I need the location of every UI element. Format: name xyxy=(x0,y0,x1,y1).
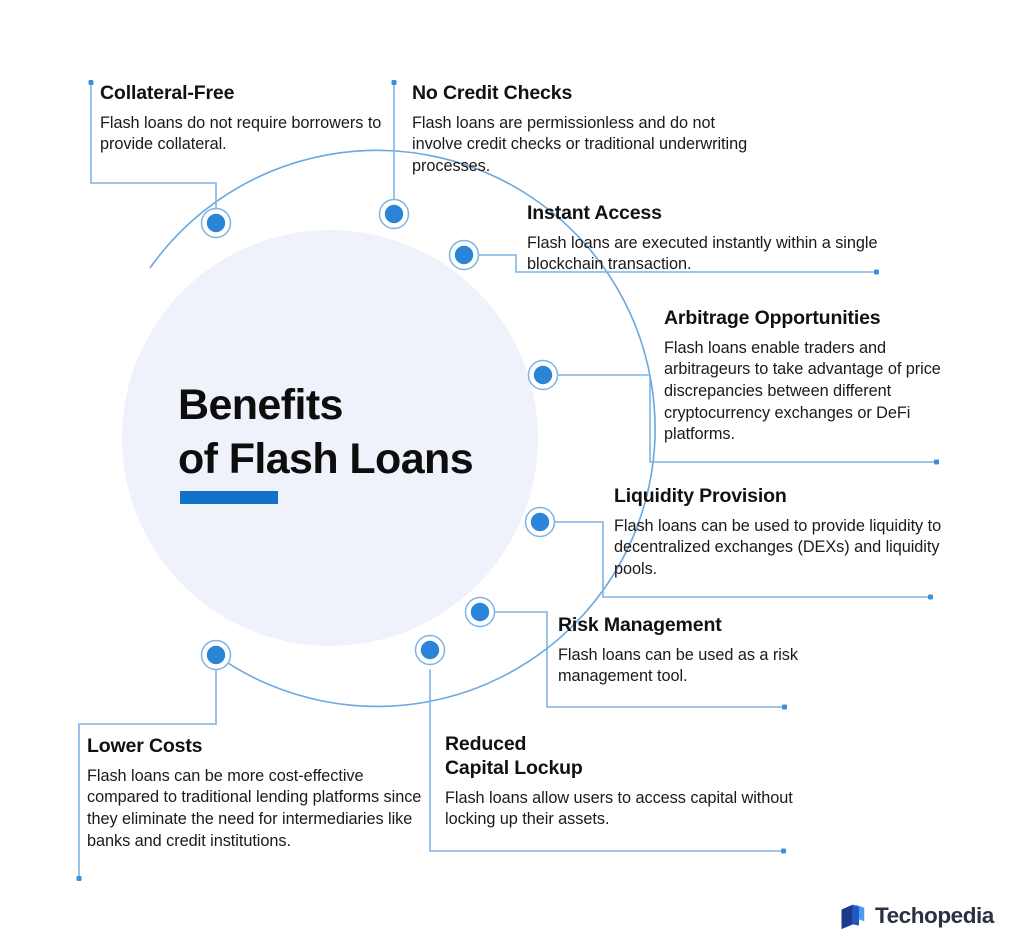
node-liquidity xyxy=(524,506,556,538)
connector-lines xyxy=(78,83,937,879)
main-arc xyxy=(149,149,656,708)
techopedia-wordmark: Techopedia xyxy=(875,902,994,928)
benefit-title: Lower Costs xyxy=(87,735,203,757)
node-no-credit-checks xyxy=(378,198,410,230)
benefit-reduced-capital-lockup: Reduced Capital Lockup Flash loans allow… xyxy=(445,733,805,831)
benefit-body: Flash loans do not require borrowers to … xyxy=(100,113,382,154)
end-dot-reduced-capital xyxy=(781,848,786,854)
page-title-line2: of Flash Loans xyxy=(178,435,474,484)
benefit-title: Liquidity Provision xyxy=(614,485,787,507)
end-dot-lower-costs xyxy=(76,876,82,881)
end-dot-no-credit-checks xyxy=(391,80,397,85)
connector-liquidity xyxy=(554,521,931,598)
page-title: Benefits of Flash Loans xyxy=(178,378,518,486)
benefit-body: Flash loans enable traders and arbitrage… xyxy=(664,338,941,444)
node-reduced-capital xyxy=(414,634,446,666)
node-risk-management xyxy=(464,596,496,628)
benefit-body: Flash loans are permissionless and do no… xyxy=(412,113,748,176)
end-dot-risk-management xyxy=(782,704,787,710)
techopedia-logo: Techopedia xyxy=(838,902,994,930)
benefit-title: Collateral-Free xyxy=(100,82,235,104)
end-dot-liquidity xyxy=(928,594,933,600)
end-dot-collateral-free xyxy=(88,80,94,85)
benefit-lower-costs: Lower Costs Flash loans can be more cost… xyxy=(87,735,427,852)
benefit-body: Flash loans can be used as a risk manage… xyxy=(558,645,798,686)
benefit-body: Flash loans are executed instantly withi… xyxy=(527,233,878,274)
connector-instant-access xyxy=(478,254,877,273)
connector-reduced-capital xyxy=(429,669,784,852)
benefit-title-line1: Reduced xyxy=(445,733,527,755)
benefit-risk-management: Risk Management Flash loans can be used … xyxy=(558,614,858,688)
connector-collateral-free xyxy=(90,83,217,209)
node-collateral-free xyxy=(200,207,232,239)
title-accent-bar xyxy=(180,491,278,504)
techopedia-mark-icon xyxy=(841,904,865,930)
benefit-title: Arbitrage Opportunities xyxy=(664,307,881,329)
connector-lower-costs xyxy=(78,669,217,879)
benefit-title: Reduced Capital Lockup xyxy=(445,733,805,781)
arc-nodes xyxy=(200,198,559,671)
node-instant-access xyxy=(448,239,480,271)
node-lower-costs xyxy=(200,639,232,671)
benefit-arbitrage-opportunities: Arbitrage Opportunities Flash loans enab… xyxy=(664,307,946,446)
benefit-collateral-free: Collateral-Free Flash loans do not requi… xyxy=(100,82,400,156)
connector-end-dots xyxy=(76,80,939,881)
node-arbitrage xyxy=(527,359,559,391)
benefit-liquidity-provision: Liquidity Provision Flash loans can be u… xyxy=(614,485,944,581)
center-disc xyxy=(122,230,538,646)
benefit-no-credit-checks: No Credit Checks Flash loans are permiss… xyxy=(412,82,762,178)
connector-risk-management xyxy=(494,611,785,708)
benefit-instant-access: Instant Access Flash loans are executed … xyxy=(527,202,887,276)
benefit-body: Flash loans allow users to access capita… xyxy=(445,788,793,829)
benefit-body: Flash loans can be used to provide liqui… xyxy=(614,516,942,579)
benefit-title: Risk Management xyxy=(558,614,722,636)
end-dot-instant-access xyxy=(874,269,879,275)
benefit-title: Instant Access xyxy=(527,202,662,224)
page-title-line1: Benefits xyxy=(178,381,343,429)
connector-arbitrage xyxy=(557,374,937,463)
benefit-body: Flash loans can be more cost-effective c… xyxy=(87,766,422,850)
benefit-title-line2: Capital Lockup xyxy=(445,756,583,779)
end-dot-arbitrage xyxy=(934,459,939,465)
benefit-title: No Credit Checks xyxy=(412,82,573,104)
